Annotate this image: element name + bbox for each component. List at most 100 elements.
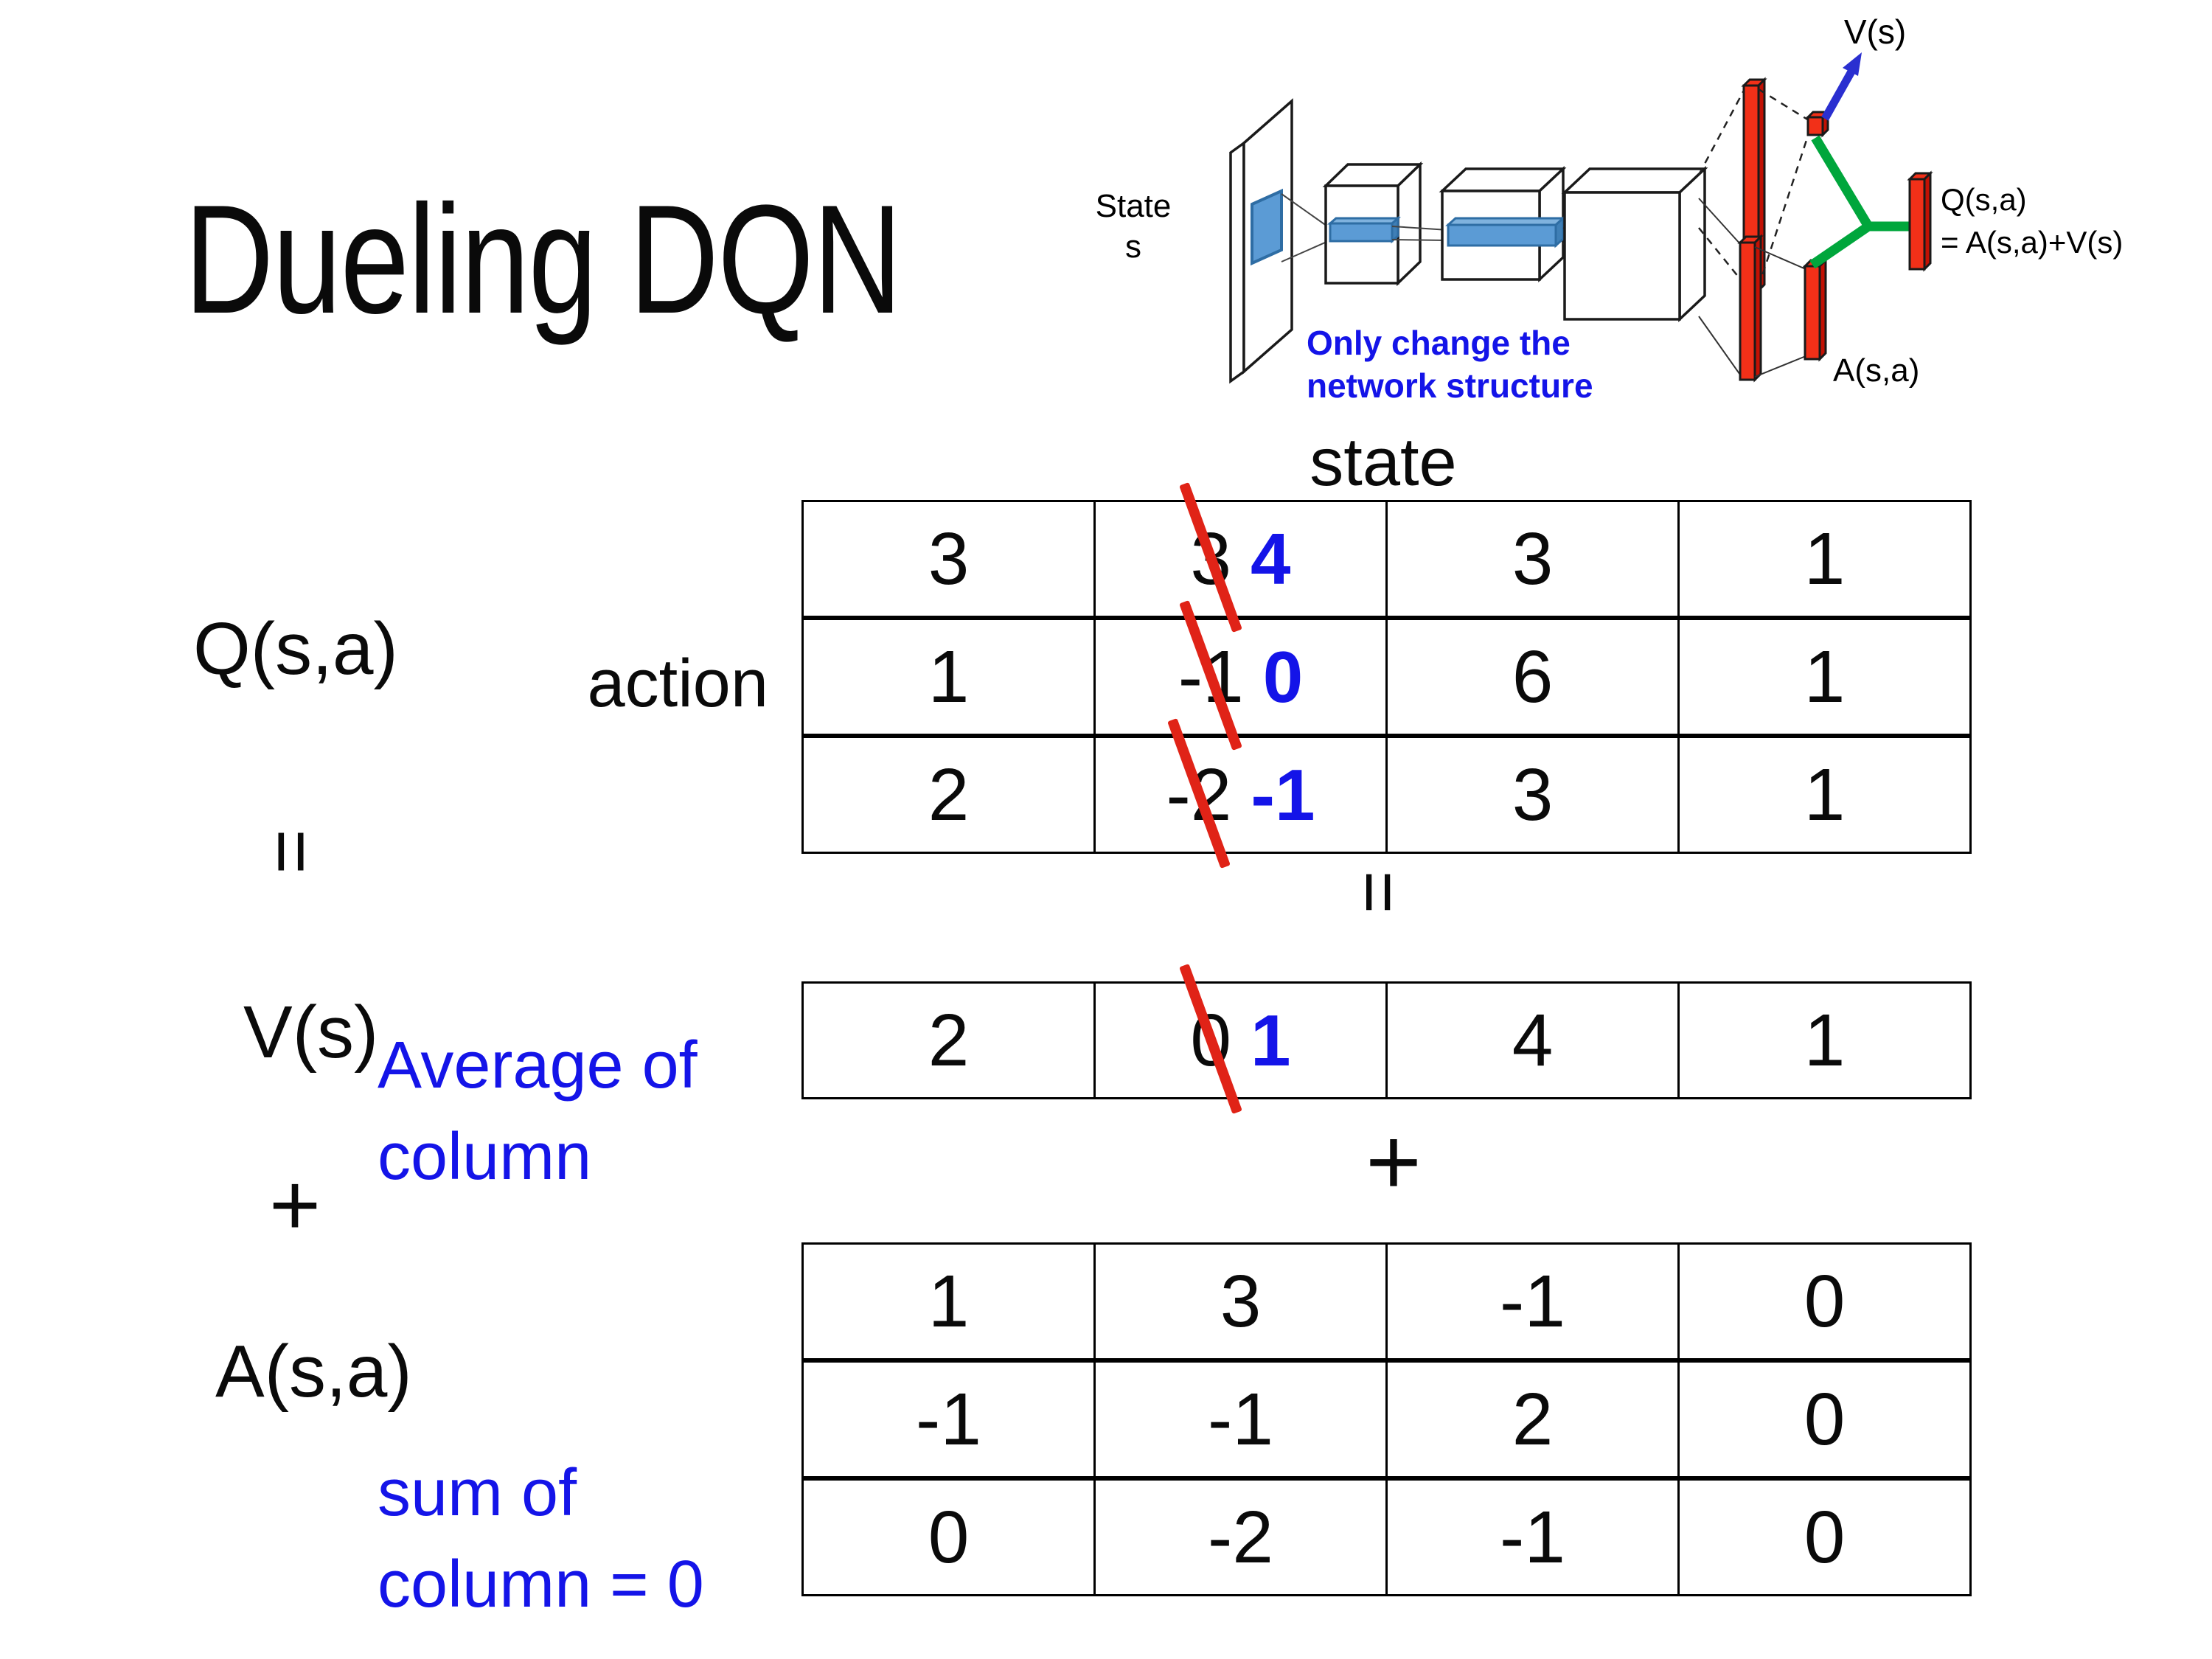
fc-bar-advantage: [1739, 241, 1756, 381]
q-table-cell-r2c2: 3: [1385, 734, 1680, 854]
v-table-cell-r0c1: 01: [1093, 963, 1388, 1114]
struck-old-value: 0: [1179, 963, 1243, 1114]
struck-cell-pair: -10: [1096, 599, 1385, 751]
q-table-row-0: 33431: [801, 481, 1972, 633]
dashed-connection: [1758, 88, 1809, 122]
a-vector: [1804, 265, 1821, 361]
aggregate-connector-v: [1811, 135, 1910, 232]
q-table-cell-r0c2: 3: [1385, 500, 1680, 619]
funnel-line: [1281, 239, 1332, 262]
a-table-cell-r2c0: 0: [801, 1476, 1096, 1596]
v-table-cell-r0c3: 1: [1677, 981, 1972, 1099]
conv-box-2-side: [1397, 161, 1422, 287]
a-table-cell-r2c3: 0: [1677, 1476, 1972, 1596]
axis-label-state: state: [1310, 425, 1457, 500]
struck-cell-pair: -2-1: [1096, 717, 1385, 869]
conv-slab-3: [1447, 223, 1557, 247]
diagram-state-label-line1: State: [1096, 188, 1172, 224]
label-q-sa: Q(s,a): [193, 608, 398, 690]
connection-line: [1698, 198, 1742, 246]
replacement-new-value: -1: [1251, 754, 1315, 835]
q-table-cell-r2c1: -2-1: [1093, 717, 1388, 869]
connection-line: [1698, 316, 1742, 378]
label-a-sa: A(s,a): [215, 1330, 412, 1413]
v-scalar: [1806, 116, 1824, 136]
diagram-note-line1: Only change the: [1307, 324, 1571, 362]
note-sum-line2: column = 0: [378, 1548, 704, 1621]
q-table-cell-r2c3: 1: [1677, 734, 1972, 854]
connection-line: [1754, 246, 1806, 270]
dueling-network-diagram: V(s) State s Only change the network str…: [1096, 13, 2124, 405]
conv-filter-1: [1251, 188, 1283, 266]
struck-old-value: -2: [1166, 717, 1231, 869]
note-average-line2: column: [378, 1120, 592, 1194]
replacement-new-value: 4: [1251, 518, 1291, 599]
q-table-cell-r2c0: 2: [801, 734, 1096, 854]
funnel-line: [1281, 193, 1332, 230]
label-v-s: V(s): [243, 991, 379, 1074]
plus-middle: +: [1366, 1107, 1422, 1215]
equals-middle: =: [1338, 870, 1420, 914]
q-table-cell-r1c1: -10: [1093, 599, 1388, 751]
connection-line: [1754, 355, 1806, 378]
a-table-cell-r1c0: -1: [801, 1358, 1096, 1480]
red-strike-line: [1179, 599, 1243, 751]
v-table: 20141: [801, 963, 1972, 1114]
diagram-a-label: A(s,a): [1833, 352, 1919, 389]
v-arrow-shaft: [1821, 69, 1855, 121]
conv-box-4: [1563, 191, 1681, 321]
slide-title: Dueling DQN: [184, 173, 902, 346]
q-table-cell-r0c0: 3: [801, 500, 1096, 619]
v-arrow-head: [1843, 52, 1862, 76]
q-table-cell-r1c3: 1: [1677, 616, 1972, 737]
diagram-state-label-line2: s: [1125, 229, 1141, 265]
diagram-q-label-line2: = A(s,a)+V(s): [1941, 225, 2123, 260]
equals-left: =: [248, 829, 335, 874]
replacement-new-value: 0: [1262, 636, 1304, 717]
struck-old-value: 3: [1179, 481, 1243, 633]
note-average-line1: Average of: [378, 1029, 698, 1102]
input-plane-side: [1229, 140, 1245, 384]
diagram-v-label: V(s): [1844, 13, 1906, 51]
a-table-cell-r1c3: 0: [1677, 1358, 1972, 1480]
q-table-cell-r1c0: 1: [801, 616, 1096, 737]
struck-cell-pair: 34: [1096, 481, 1385, 633]
q-table-row-2: 2-2-131: [801, 717, 1972, 869]
v-table-row-0: 20141: [801, 963, 1972, 1114]
dashed-connection: [1757, 133, 1810, 288]
note-sum-of-column: sum of column = 0: [378, 1447, 704, 1630]
note-average-of-column: Average of column: [378, 1020, 698, 1203]
a-table-cell-r1c1: -1: [1093, 1358, 1388, 1480]
diagram-q-label-line1: Q(s,a): [1941, 182, 2027, 217]
a-table-cell-r0c1: 3: [1093, 1242, 1388, 1362]
q-table-cell-r1c2: 6: [1385, 616, 1680, 737]
note-sum-line1: sum of: [378, 1456, 577, 1530]
struck-cell-pair: 01: [1096, 963, 1385, 1114]
struck-old-value: -1: [1178, 599, 1244, 751]
a-table-cell-r0c2: -1: [1385, 1242, 1680, 1362]
red-strike-line: [1179, 963, 1243, 1114]
funnel-line: [1391, 226, 1449, 231]
conv-slab-2: [1329, 222, 1394, 243]
axis-label-action: action: [587, 646, 769, 721]
replacement-new-value: 1: [1251, 999, 1291, 1081]
v-table-cell-r0c2: 4: [1385, 981, 1680, 1099]
a-table-cell-r2c1: -2: [1093, 1476, 1388, 1596]
aggregate-connector-a: [1809, 222, 1871, 269]
a-table-cell-r2c2: -1: [1385, 1476, 1680, 1596]
q-table-cell-r0c1: 34: [1093, 481, 1388, 633]
q-table-cell-r0c3: 1: [1677, 500, 1972, 619]
v-table-cell-r0c0: 2: [801, 981, 1096, 1099]
conv-box-4-side: [1678, 165, 1706, 323]
plus-left: +: [268, 1155, 321, 1254]
diagram-note-line2: network structure: [1307, 366, 1593, 405]
a-table-cell-r0c0: 1: [801, 1242, 1096, 1362]
red-strike-line: [1167, 717, 1231, 869]
